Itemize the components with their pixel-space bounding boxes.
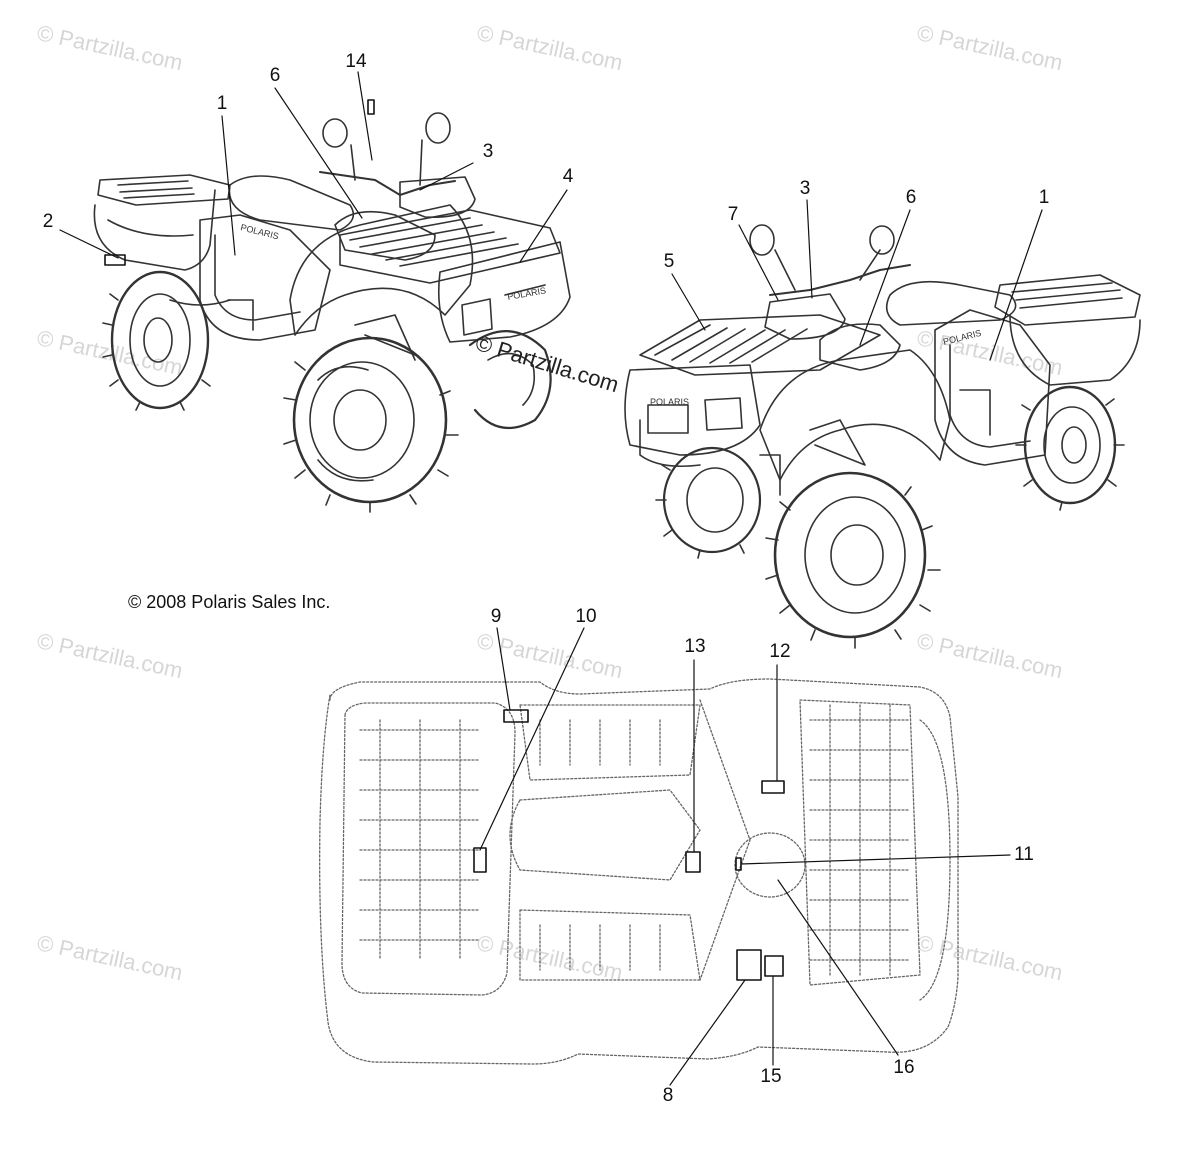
decal-2 [104,254,126,266]
atv-top-view [319,678,959,1065]
callout-15: 15 [760,1066,782,1087]
callout-1b: 1 [1038,187,1050,208]
far-front-wheel-left [468,330,552,430]
rear-wheel-left [102,270,211,411]
polaris-decal: POLARIS [507,285,547,302]
callout-16: 16 [893,1057,915,1078]
front-wheel-right [765,471,941,649]
callout-8: 8 [662,1085,674,1106]
body-left [93,112,571,361]
decal-13 [685,851,701,873]
atv-left-view [93,112,571,513]
decal-14 [367,99,375,115]
leader-lines [59,71,1043,1086]
front-wheel-left [283,336,459,513]
body-right [624,224,1141,496]
far-front-wheel-right [655,446,762,559]
callout-7: 7 [727,204,739,225]
callout-3b: 3 [799,178,811,199]
copyright-notice: © 2008 Polaris Sales Inc. [128,592,331,612]
decal-10 [473,847,487,873]
rear-wheel-right [1015,385,1125,511]
callout-4: 4 [562,166,574,187]
callout-1: 1 [216,93,228,114]
callout-12: 12 [769,641,791,662]
callout-11: 11 [1014,844,1034,865]
decal-15 [764,955,784,977]
callout-6: 6 [269,65,281,86]
callout-3: 3 [482,141,494,162]
polaris-decal: POLARIS [942,328,982,347]
callout-10: 10 [575,606,597,627]
callout-2: 2 [42,211,54,232]
callout-5: 5 [663,251,675,272]
decal-11 [735,857,742,871]
polaris-decal: POLARIS [650,397,689,407]
callout-13: 13 [684,636,706,657]
atv-right-view [624,224,1141,649]
decal-9 [503,709,529,723]
decal-8 [736,949,762,981]
decal-markers [104,99,785,981]
callout-9: 9 [490,606,502,627]
callout-14: 14 [345,51,367,72]
decal-12 [761,780,785,794]
callout-6b: 6 [905,187,917,208]
